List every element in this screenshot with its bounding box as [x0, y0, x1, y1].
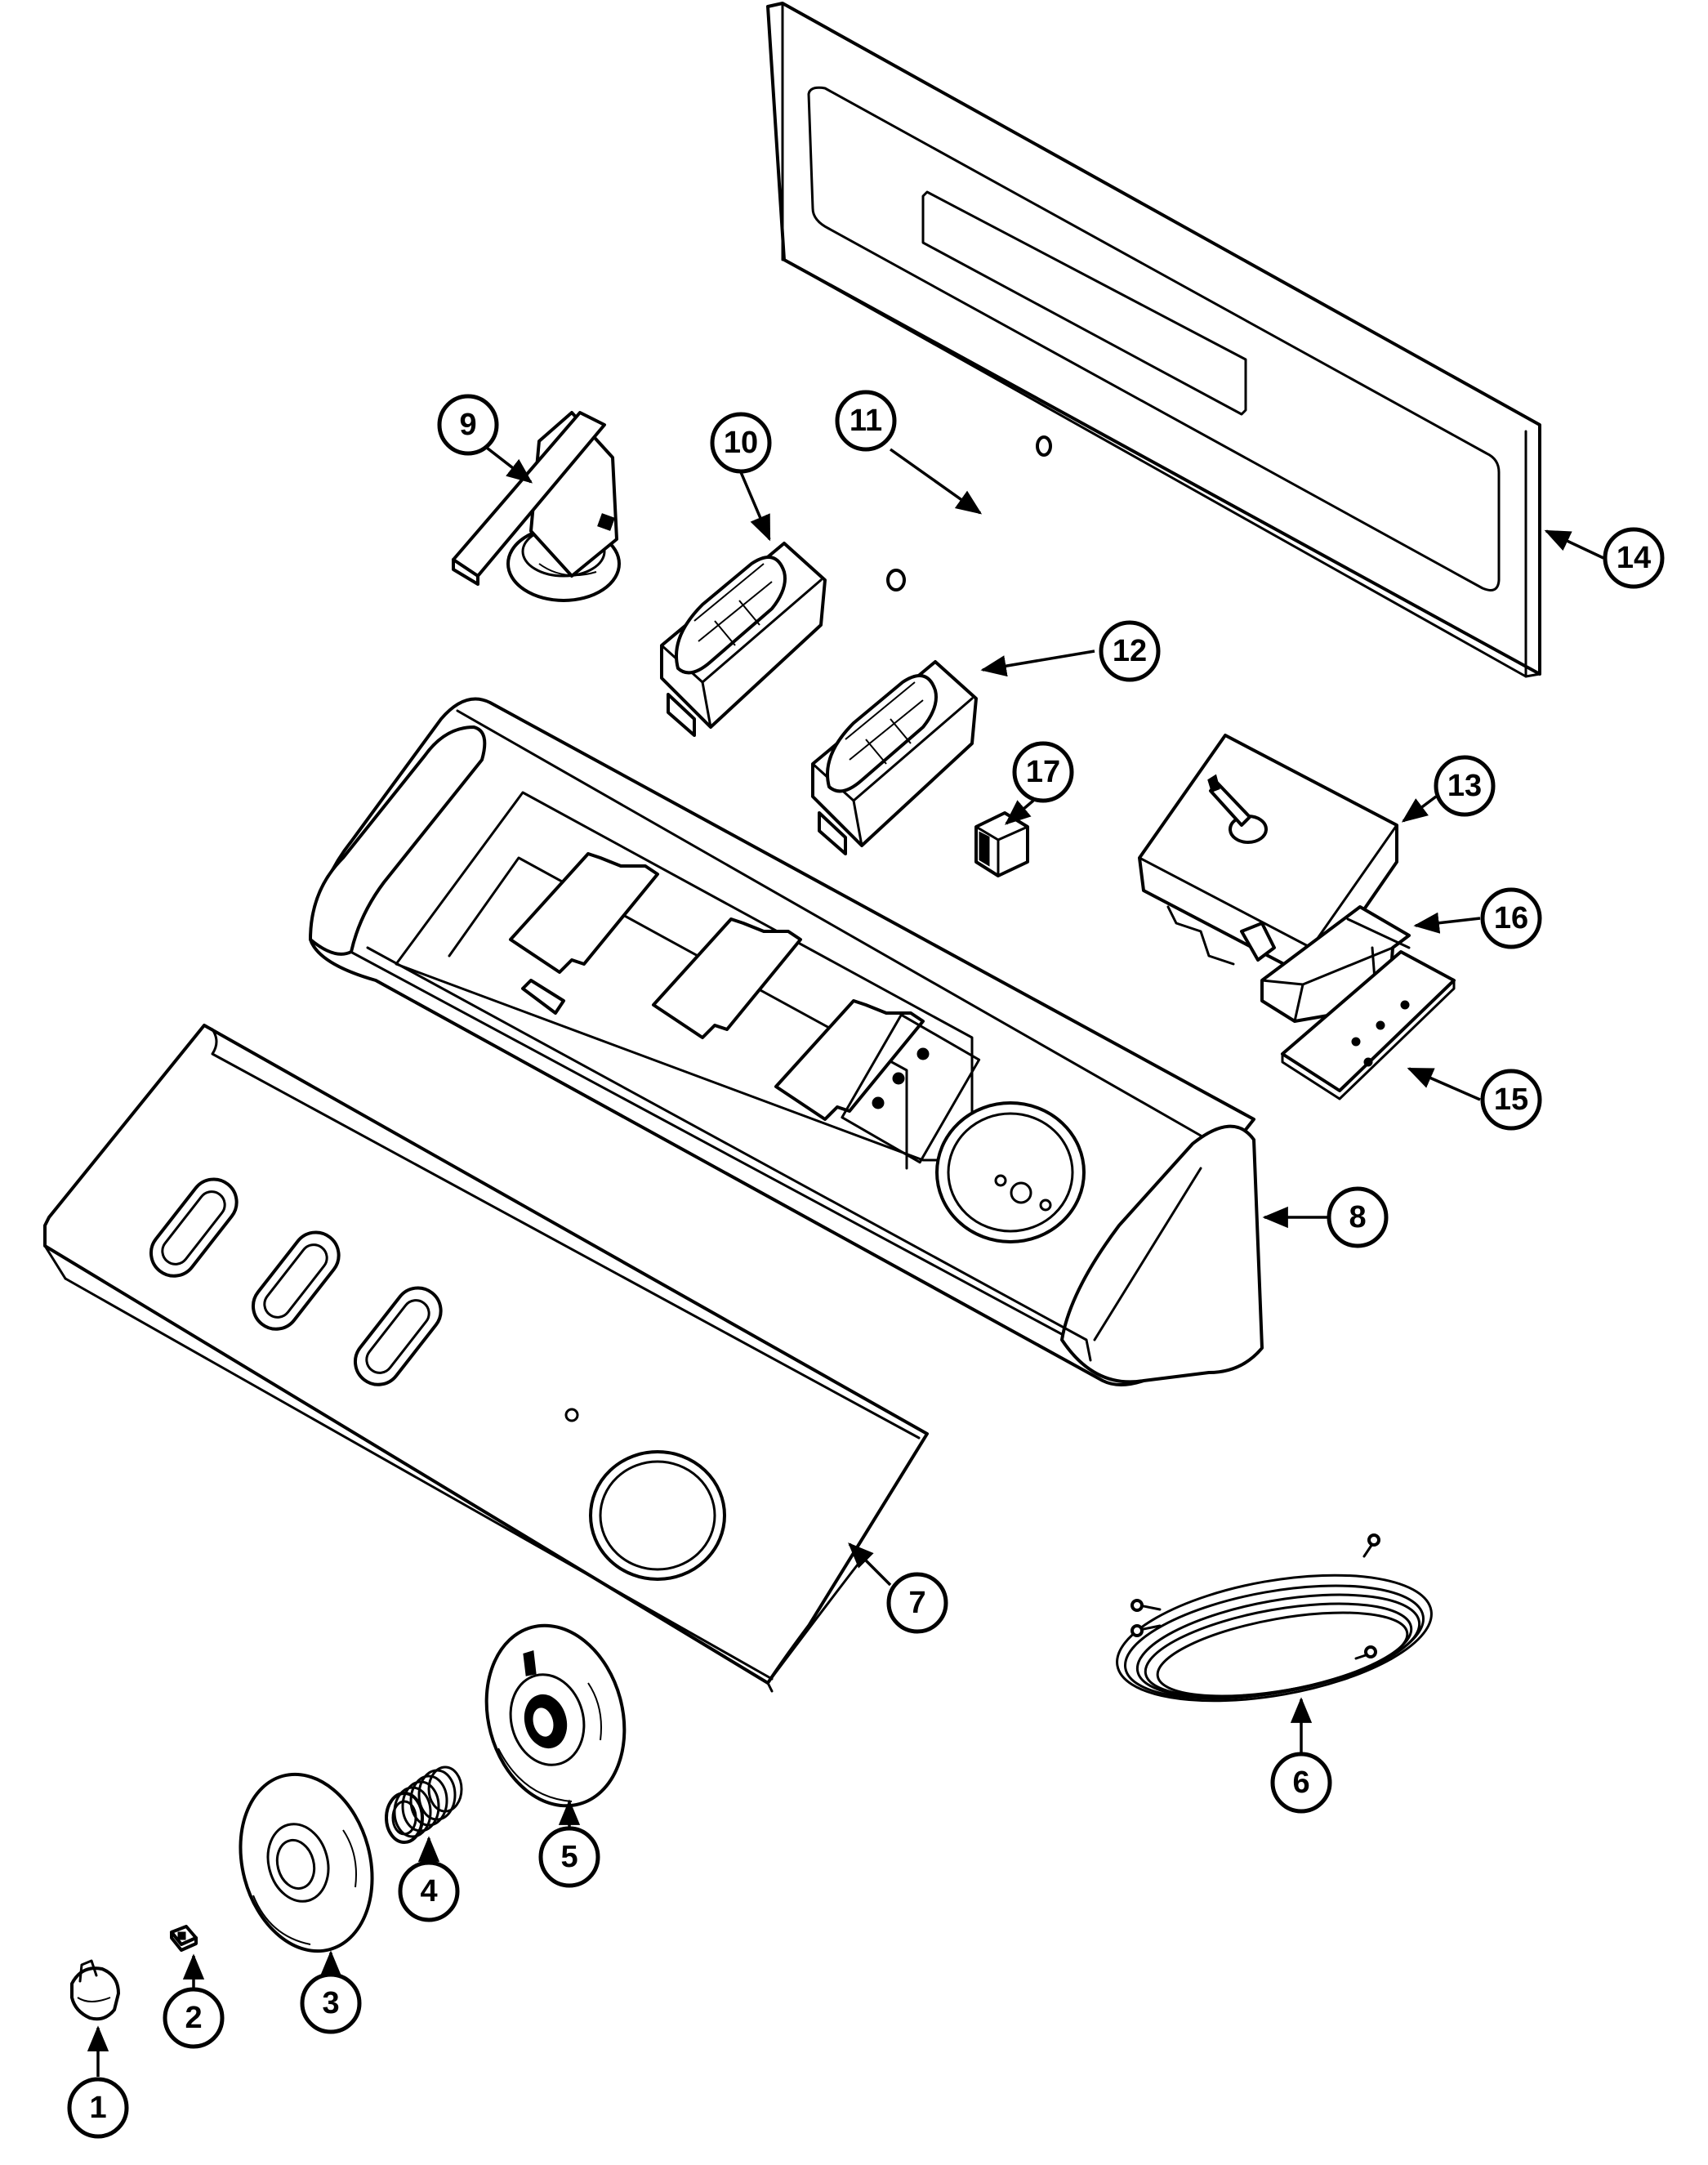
callout-1: 1: [67, 2077, 129, 2139]
leader-lines: [87, 444, 1604, 2077]
callout-10: 10: [710, 412, 772, 474]
part-14-rear-panel: [766, 2, 1541, 678]
callout-11-label: 11: [850, 404, 882, 438]
callout-11: 11: [835, 390, 897, 452]
callout-4-label: 4: [420, 1874, 437, 1908]
callout-16: 16: [1480, 887, 1542, 949]
callout-9-label: 9: [459, 408, 476, 442]
callout-12-label: 12: [1113, 634, 1147, 668]
part-12-switch: [811, 660, 978, 855]
callout-5-label: 5: [560, 1840, 578, 1874]
callout-9: 9: [437, 394, 499, 456]
part-17-clip: [974, 811, 1029, 877]
callout-5: 5: [538, 1826, 600, 1888]
part-5-dial-skirt: [484, 1623, 627, 1808]
part-15-circuit-board: [1281, 950, 1456, 1100]
part-8-console: [309, 697, 1264, 1386]
callout-8-label: 8: [1349, 1200, 1366, 1234]
callout-7: 7: [886, 1572, 948, 1634]
part-7-front-panel: [43, 1024, 929, 1693]
callout-16-label: 16: [1494, 901, 1528, 935]
callout-13: 13: [1434, 755, 1496, 817]
callout-14: 14: [1603, 527, 1665, 589]
callout-6: 6: [1270, 1752, 1332, 1814]
callout-8: 8: [1327, 1186, 1389, 1248]
leader-11: [889, 448, 983, 515]
part-3-dial-knob: [239, 1772, 374, 1953]
callout-2-label: 2: [185, 2001, 202, 2035]
callout-12: 12: [1099, 620, 1161, 682]
callout-2: 2: [163, 1987, 225, 2049]
part-11-tube: [886, 435, 1052, 591]
callout-14-label: 14: [1617, 541, 1651, 575]
callout-17-label: 17: [1026, 755, 1060, 789]
part-13-timer: [1138, 734, 1398, 982]
callout-17: 17: [1012, 741, 1074, 803]
callout-6-label: 6: [1292, 1765, 1309, 1800]
callout-15-label: 15: [1494, 1082, 1528, 1117]
callout-1-label: 1: [89, 2091, 106, 2125]
leader-13: [1401, 795, 1438, 823]
callout-3-label: 3: [322, 1986, 339, 2020]
leader-15: [1407, 1067, 1481, 1101]
part-4-spring: [385, 1765, 463, 1844]
callout-13-label: 13: [1447, 769, 1482, 803]
part-9-selector: [452, 411, 621, 602]
leader-14: [1544, 529, 1604, 560]
part-2-insert: [170, 1925, 198, 1952]
leader-9: [482, 444, 533, 484]
part-10-switch: [660, 542, 827, 737]
leader-10: [739, 471, 771, 542]
callout-3: 3: [300, 1972, 362, 2034]
leader-7: [848, 1542, 892, 1587]
part-6-wire-harness: [1116, 1533, 1433, 1703]
part-1-cap: [70, 1959, 120, 2021]
leader-17: [1004, 799, 1035, 825]
callout-4: 4: [398, 1860, 460, 1922]
callout-7-label: 7: [908, 1586, 925, 1620]
leader-16: [1413, 912, 1481, 934]
callout-10-label: 10: [724, 426, 758, 460]
callout-15: 15: [1480, 1069, 1542, 1131]
leader-12: [980, 650, 1095, 677]
